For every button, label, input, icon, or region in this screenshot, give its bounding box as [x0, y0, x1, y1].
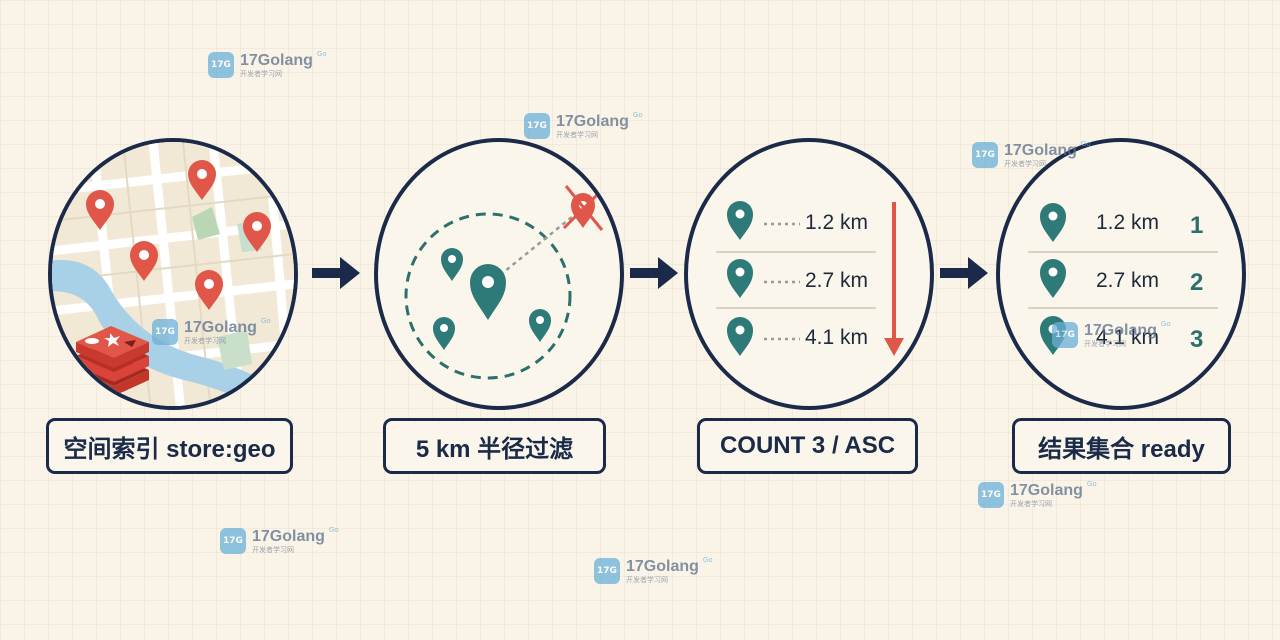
- step-label-result-ready: 结果集合 ready: [1012, 418, 1231, 474]
- distance-value: 2.7 km: [1096, 269, 1160, 292]
- watermark-logo-icon: 17G: [220, 528, 246, 554]
- sort-asc-arrow-icon: [884, 202, 904, 356]
- map-pin-icon: [433, 317, 455, 350]
- distance-value: 2.7 km: [805, 269, 869, 292]
- count-sort-panel: 1.2 km 2.7 km 4.1 km: [684, 138, 934, 410]
- watermark-logo-icon: 17G: [972, 142, 998, 168]
- center-pin-icon: [470, 264, 506, 320]
- rank-number: 1: [1190, 212, 1204, 239]
- rank-number: 3: [1190, 326, 1204, 353]
- red-pins: [76, 160, 271, 396]
- step-label-count-asc: COUNT 3 / ASC: [697, 418, 918, 474]
- distance-value: 4.1 km: [1096, 326, 1160, 349]
- map-pin-icon: [1040, 259, 1066, 298]
- count-sort-illustration: [716, 201, 904, 356]
- map-pin-icon: [195, 270, 223, 310]
- map-pin-icon: [86, 190, 114, 230]
- map-pin-icon: [1040, 203, 1066, 242]
- radius-illustration: [404, 185, 606, 380]
- map-pin-icon: [727, 259, 753, 298]
- distance-value: 1.2 km: [1096, 211, 1160, 234]
- watermark-logo-icon: 17G: [208, 52, 234, 78]
- map-panel: [48, 138, 298, 410]
- map-pin-icon: [529, 309, 551, 342]
- radius-panel: [374, 138, 624, 410]
- watermark-logo-icon: 17G: [594, 558, 620, 584]
- map-pin-icon: [441, 248, 463, 281]
- map-pin-icon: [188, 160, 216, 200]
- arrow-right-icon: [630, 257, 678, 289]
- map-pin-icon: [243, 212, 271, 252]
- result-panel: 1.2 km 2.7 km 4.1 km 1 2 3: [996, 138, 1246, 410]
- map-pin-icon: [727, 201, 753, 240]
- watermark-logo-icon: 17G: [978, 482, 1004, 508]
- watermark-logo-icon: 17G: [524, 113, 550, 139]
- step-label-radius-filter: 5 km 半径过滤: [383, 418, 606, 474]
- excluded-pin-icon: [562, 185, 606, 231]
- watermark-logo-icon: 17G: [1052, 322, 1078, 348]
- distance-value: 1.2 km: [805, 211, 869, 234]
- distance-value: 4.1 km: [805, 326, 869, 349]
- arrow-right-icon: [312, 257, 360, 289]
- arrow-right-icon: [940, 257, 988, 289]
- step-label-geo-index: 空间索引 store:geo: [46, 418, 293, 474]
- map-pin-icon: [727, 317, 753, 356]
- redis-logo-icon: [76, 326, 149, 396]
- map-pin-icon: [130, 241, 158, 281]
- radius-circle: [404, 212, 572, 380]
- watermark-logo-icon: 17G: [152, 319, 178, 345]
- rank-number: 2: [1190, 269, 1204, 296]
